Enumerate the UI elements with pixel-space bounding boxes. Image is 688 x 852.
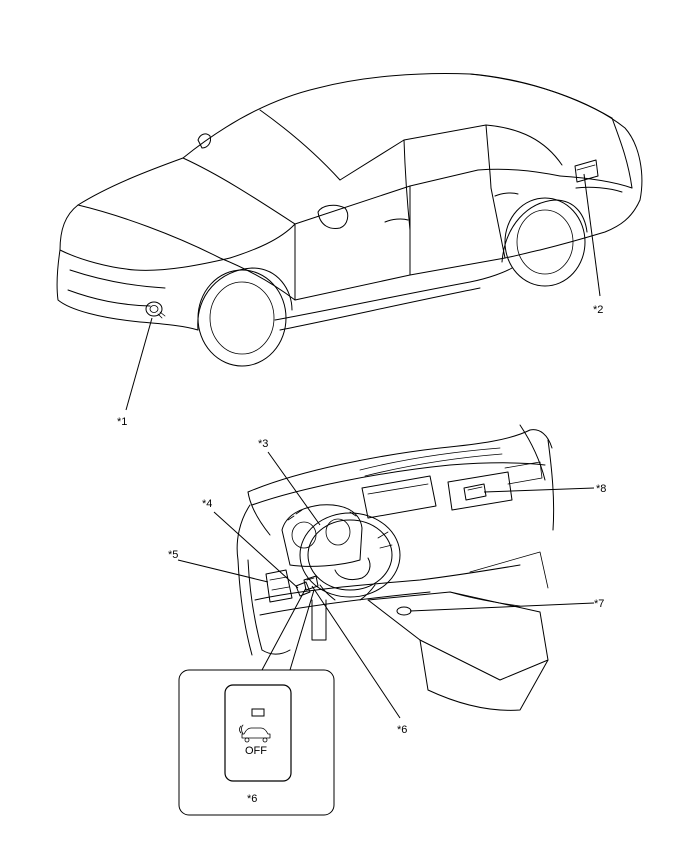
part-8-module-icon: [463, 483, 487, 501]
switch-detail-inset: OFF *6: [178, 669, 335, 816]
dashboard-illustration: [236, 424, 555, 711]
callout-label-1: *1: [117, 416, 127, 428]
slip-indicator-icon: [239, 724, 271, 743]
callout-label-6: *6: [397, 724, 407, 736]
callout-label-8: *8: [596, 483, 606, 495]
callout-label-2: *2: [593, 304, 603, 316]
switch-label: OFF: [245, 745, 267, 757]
callout-label-4: *4: [202, 498, 212, 510]
part-7-component-icon: [396, 606, 412, 616]
callout-label-7: *7: [594, 598, 604, 610]
indicator-lamp: [251, 708, 265, 717]
switch-panel: [224, 684, 292, 782]
callout-label-3: *3: [258, 438, 268, 450]
part-4-switch-icon: [295, 581, 311, 597]
vehicle-illustration: [56, 73, 643, 367]
part-1-sensor-icon: [145, 301, 166, 319]
callout-label-5: *5: [168, 549, 178, 561]
part-6-switch-icon: [303, 575, 319, 591]
part-2-module-icon: [574, 159, 599, 183]
inset-label: *6: [247, 793, 257, 805]
